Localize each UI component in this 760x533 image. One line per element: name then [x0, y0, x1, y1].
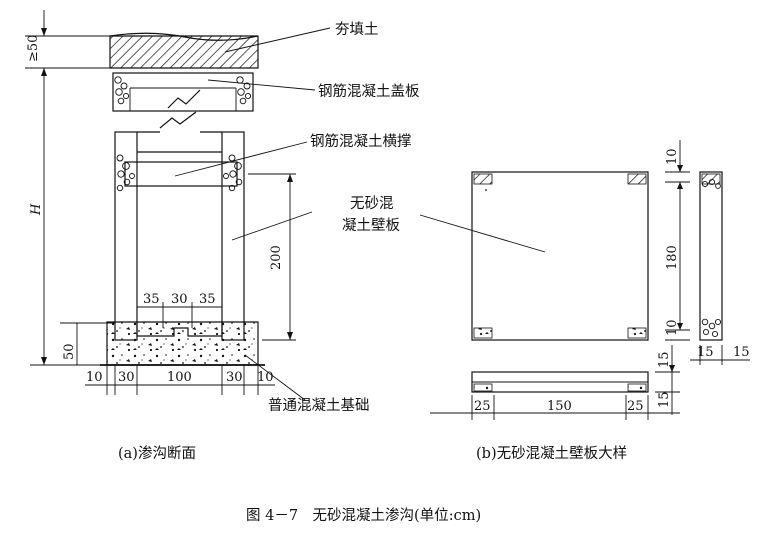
dim-b-bot-10: 10	[665, 319, 680, 336]
panel-elevation	[471, 171, 649, 341]
dim-base-30-left: 30	[118, 370, 135, 385]
corner-tr	[627, 173, 647, 185]
dim-b-thick-15-left: 15	[697, 345, 714, 360]
slab-gravel-left	[114, 76, 130, 105]
label-backfill: 夯填土	[335, 21, 379, 38]
dim-height: H	[29, 203, 44, 216]
dim-notch-mid: 30	[171, 292, 188, 307]
dim-b-25-right: 25	[627, 399, 644, 414]
caption-b: (b)无砂混凝土壁板大样	[476, 444, 627, 462]
dim-b-25-left: 25	[474, 399, 491, 414]
label-foundation: 普通混凝土基础	[268, 397, 370, 414]
dim-base-30-right: 30	[226, 370, 243, 385]
side-gravel-bottom	[701, 318, 722, 338]
corner-tl	[473, 173, 493, 185]
dim-b-150: 150	[547, 399, 572, 414]
dim-b-thick-15-right: 15	[733, 345, 750, 360]
cover-slab	[112, 72, 254, 112]
caption-a: (a)渗沟断面	[118, 445, 196, 462]
slab-gravel-right	[236, 76, 252, 105]
panel-detail	[419, 140, 750, 420]
figure-caption: 图 4－7 无砂混凝土渗沟(单位:cm)	[246, 507, 481, 524]
dim-b-plan-15-bottom: 15	[657, 391, 672, 408]
dim-b-180: 180	[665, 245, 680, 270]
label-strut: 钢筋混凝土横撑	[310, 133, 412, 150]
dim-b-plan-15-top: 15	[657, 351, 672, 368]
dim-base-100: 100	[167, 370, 192, 385]
label-cover-slab: 钢筋混凝土盖板	[318, 82, 420, 100]
backfill-layer	[109, 32, 259, 69]
dim-50: 50	[62, 343, 77, 360]
corner-br	[627, 327, 647, 339]
strut	[116, 154, 243, 192]
side-gravel-top	[701, 178, 721, 189]
trench-section	[25, 10, 331, 401]
dim-b-top-10: 10	[665, 148, 680, 165]
dim-200: 200	[269, 245, 284, 270]
label-wall-panel-1: 无砂混	[350, 195, 394, 212]
label-wall-panel-2: 凝土壁板	[342, 216, 400, 234]
corner-bl	[473, 327, 493, 339]
break-line	[159, 111, 197, 129]
panel-side-section	[699, 171, 723, 341]
dim-notch-left: 35	[143, 292, 160, 307]
concrete-foundation	[100, 321, 265, 366]
dim-base-10-left: 10	[86, 370, 103, 385]
dim-cover: ≥50	[26, 35, 41, 62]
dim-notch-right: 35	[199, 292, 216, 307]
dim-base-10-right: 10	[257, 370, 274, 385]
left-wall-panel	[114, 131, 138, 341]
